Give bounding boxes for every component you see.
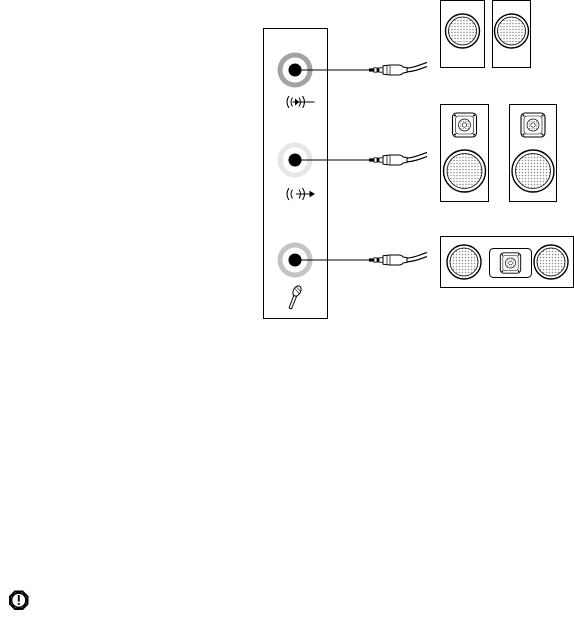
center-subwoofer-unit [441,237,574,288]
audio-plug-3 [359,252,427,265]
audio-plug-1 [359,62,427,75]
rear-speaker-pair [441,105,557,202]
audio-plug-2 [359,152,427,165]
front-speaker-pair [441,1,531,68]
attention-icon [10,592,28,610]
